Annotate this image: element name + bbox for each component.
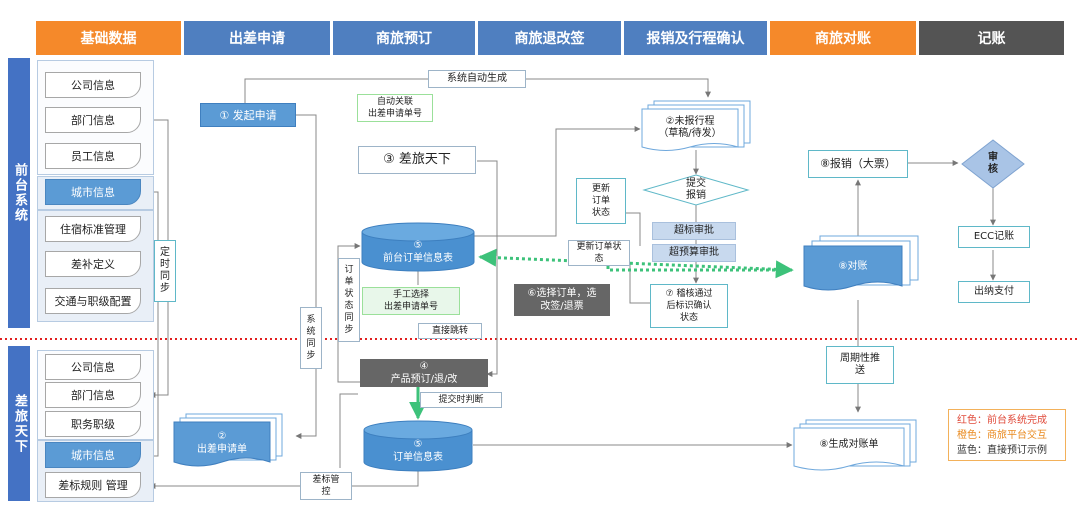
audit-label: 审 核: [988, 152, 998, 175]
travel-doc-department: 部门信息: [45, 382, 141, 408]
header-travel-reconcile: 商旅对账: [770, 21, 916, 55]
legend: 红色：前台系统完成 橙色：商旅平台交互 蓝色：直接预订示例: [948, 409, 1066, 461]
side-front-system: 前台系统: [8, 58, 30, 328]
ecc-box: ECC记账: [958, 226, 1030, 248]
header-travel-refund: 商旅退改签: [478, 21, 621, 55]
ctrip-node: ③ 差旅天下: [358, 146, 476, 174]
submit-reimburse-label: 提交 报销: [686, 178, 706, 201]
travel-doc-standard-rules: 差标规则 管理: [45, 472, 141, 498]
front-doc-transport-rank: 交通与职级配置: [45, 288, 141, 314]
front-doc-employee: 员工信息: [45, 143, 141, 169]
direct-transfer-label: 直接跳转: [418, 323, 482, 339]
header-base-data: 基础数据: [36, 21, 181, 55]
manual-select-label: 手工选择 出差申请单号: [362, 287, 460, 315]
front-doc-lodging-std: 住宿标准管理: [45, 216, 141, 242]
update-order-status-label: 更新订单状 态: [568, 240, 630, 266]
verify-pass-box: ⑦ 稽核通过 后标识确认 状态: [650, 284, 728, 328]
cashier-box: 出纳支付: [958, 281, 1030, 303]
legend-orange: 橙色：商旅平台交互: [957, 430, 1047, 441]
system-sync-label: 系 统 同 步: [300, 307, 322, 369]
legend-blue: 蓝色：直接预订示例: [957, 445, 1047, 456]
apply-form-label: ② 出差申请单: [197, 431, 247, 455]
unreported-trip-label: ②未报行程 （草稿/待发）: [658, 116, 722, 139]
over-standard-box: 超标审批: [652, 222, 736, 240]
travel-doc-company: 公司信息: [45, 354, 141, 380]
front-doc-city: 城市信息: [45, 179, 141, 205]
header-bookkeeping: 记账: [919, 21, 1064, 55]
auto-link-label: 自动关联 出差申请单号: [357, 94, 433, 122]
submit-judge-label: 提交时判断: [420, 392, 502, 408]
gen-statement-label: ⑧生成对账单: [819, 439, 879, 450]
front-order-table-label: ⑤ 前台订单信息表: [383, 240, 453, 264]
front-doc-company: 公司信息: [45, 72, 141, 98]
timed-sync-label: 定 时 同 步: [154, 240, 176, 302]
travel-doc-city: 城市信息: [45, 442, 141, 468]
side-ctrip: 差旅天下: [8, 346, 30, 501]
header-travel-booking: 商旅预订: [333, 21, 475, 55]
legend-red: 红色：前台系统完成: [957, 415, 1047, 426]
periodic-push-box: 周期性推 送: [826, 346, 894, 384]
header-travel-apply: 出差申请: [184, 21, 330, 55]
header-reimburse-confirm: 报销及行程确认: [624, 21, 767, 55]
start-apply-node: ① 发起申请: [200, 103, 296, 127]
select-order-node: ⑥选择订单，选 改签/退票: [514, 284, 610, 316]
front-doc-department: 部门信息: [45, 107, 141, 133]
order-info-table-label: ⑤ 订单信息表: [393, 439, 443, 463]
over-budget-box: 超预算审批: [652, 244, 736, 262]
update-order-status-box: 更新 订单 状态: [576, 178, 626, 224]
reconcile-label: ⑧对账: [838, 261, 868, 272]
standard-control-label: 差标管 控: [300, 472, 352, 500]
reimburse-big-box: ⑧报销（大票）: [808, 150, 908, 178]
travel-doc-rank: 职务职级: [45, 411, 141, 437]
front-doc-allowance: 差补定义: [45, 251, 141, 277]
product-booking-node: ④ 产品预订/退/改: [360, 359, 488, 387]
auto-generate-label: 系统自动生成: [428, 70, 526, 88]
order-status-sync-label: 订 单 状 态 同 步: [338, 258, 360, 342]
